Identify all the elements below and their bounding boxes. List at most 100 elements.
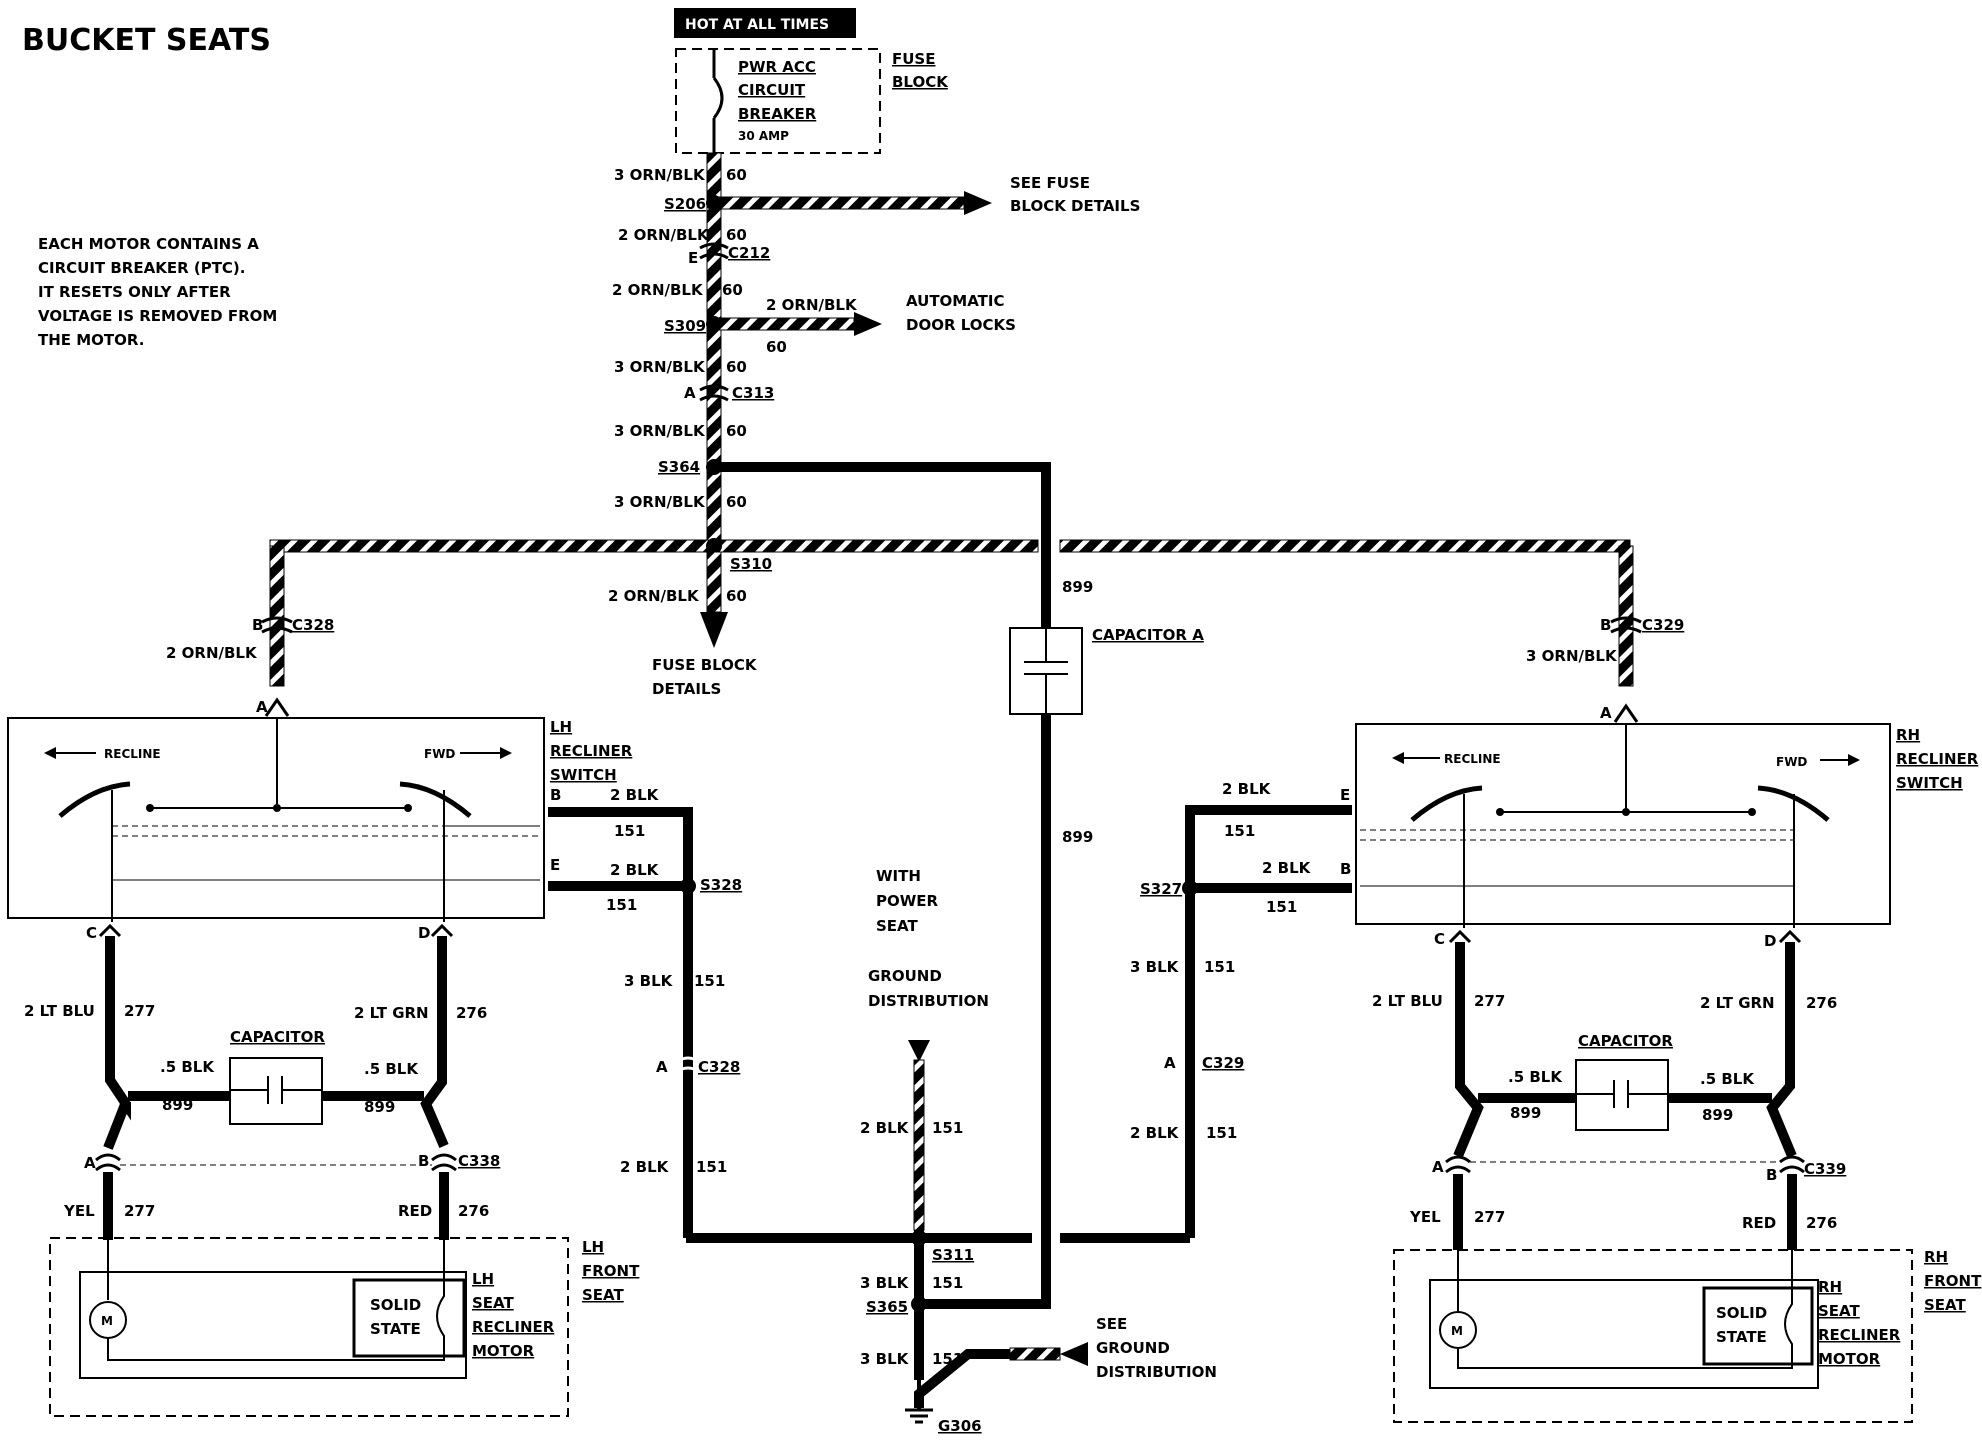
circuit-number: 60 xyxy=(726,166,747,184)
connector-c212 xyxy=(699,242,729,260)
svg-text:BLOCK DETAILS: BLOCK DETAILS xyxy=(1010,197,1140,215)
svg-text:RECLINER: RECLINER xyxy=(472,1318,555,1336)
pin-label: A xyxy=(1432,1158,1444,1176)
connector-label: C313 xyxy=(732,384,774,402)
circuit-number: 60 xyxy=(726,422,747,440)
splice-label: S327 xyxy=(1140,880,1182,898)
arrow-right-icon xyxy=(854,312,882,336)
wire-label: 2 LT GRN xyxy=(1700,994,1775,1012)
wire-label: 2 LT BLU xyxy=(24,1002,95,1020)
circuit-number: 151 xyxy=(696,1158,727,1176)
pin-label: C xyxy=(86,924,97,942)
motor-breaker-note: EACH MOTOR CONTAINS A CIRCUIT BREAKER (P… xyxy=(38,235,277,349)
switch-contact xyxy=(273,804,281,812)
connector-pin-d xyxy=(1778,929,1802,944)
svg-text:WITH: WITH xyxy=(876,867,921,885)
svg-text:SOLID: SOLID xyxy=(370,1296,421,1314)
svg-text:BLOCK: BLOCK xyxy=(892,73,949,91)
circuit-number: 899 xyxy=(1062,578,1093,596)
wire-label: 2 BLK xyxy=(620,1158,670,1176)
circuit-number: 899 xyxy=(1062,828,1093,846)
svg-text:SEAT: SEAT xyxy=(582,1286,624,1304)
wire-label: 2 BLK xyxy=(1130,1124,1180,1142)
svg-text:SWITCH: SWITCH xyxy=(550,766,617,784)
capacitor-a-label: CAPACITOR A xyxy=(1092,626,1204,644)
svg-text:SWITCH: SWITCH xyxy=(1896,774,1963,792)
pin-label: A xyxy=(84,1154,96,1172)
s309-branch-wire xyxy=(713,317,855,331)
circuit-number: 60 xyxy=(726,587,747,605)
pin-label: A xyxy=(1600,704,1612,722)
svg-text:MOTOR: MOTOR xyxy=(472,1342,535,1360)
circuit-number: 60 xyxy=(726,358,747,376)
rh-277-wire xyxy=(1453,942,1484,1158)
connector-c329 xyxy=(1610,616,1642,634)
lh-ptc-breaker-symbol xyxy=(436,1240,445,1360)
fuse-block-label: FUSE BLOCK xyxy=(892,50,949,91)
circuit-number: 899 xyxy=(364,1098,395,1116)
capacitor-symbol xyxy=(1024,628,1068,714)
lh-recliner-switch-label: LH RECLINER SWITCH xyxy=(550,718,633,784)
circuit-number: 277 xyxy=(1474,992,1505,1010)
svg-text:DISTRIBUTION: DISTRIBUTION xyxy=(868,992,989,1010)
switch-contact xyxy=(1622,808,1630,816)
wire-label: 3 BLK xyxy=(860,1350,910,1368)
s310-bus-left xyxy=(269,539,1039,553)
svg-text:SEAT: SEAT xyxy=(1924,1296,1966,1314)
wire-label: 3 BLK xyxy=(1130,958,1180,976)
pwr-acc-circuit-breaker-label: PWR ACC CIRCUIT BREAKER 30 AMP xyxy=(738,58,817,143)
svg-text:GROUND: GROUND xyxy=(1096,1339,1170,1357)
rh-solid-state-box xyxy=(1702,1286,1814,1366)
splice-s327 xyxy=(1182,880,1198,896)
circuit-number: 151 xyxy=(932,1350,963,1368)
svg-text:FUSE BLOCK: FUSE BLOCK xyxy=(652,656,758,674)
svg-text:LH: LH xyxy=(472,1270,494,1288)
circuit-number: 276 xyxy=(1806,994,1837,1012)
pin-label: E xyxy=(688,249,698,267)
circuit-number: 151 xyxy=(606,896,637,914)
ground-icon xyxy=(905,1380,933,1424)
circuit-number: 277 xyxy=(124,1202,155,1220)
rh-276-wire xyxy=(1766,942,1797,1158)
rh-seat-recliner-motor-label: RH SEAT RECLINER MOTOR xyxy=(1818,1278,1901,1368)
wire-label: 2 BLK xyxy=(1262,859,1312,877)
connector-label: C329 xyxy=(1202,1054,1244,1072)
main-feed-wire xyxy=(706,152,722,544)
svg-text:DETAILS: DETAILS xyxy=(652,680,721,698)
splice-s328 xyxy=(680,878,696,894)
pin-label: A xyxy=(656,1058,668,1076)
connector-label: C212 xyxy=(728,244,770,262)
svg-text:CIRCUIT: CIRCUIT xyxy=(738,81,806,99)
circuit-number: 151 xyxy=(932,1119,963,1137)
fwd-label: FWD xyxy=(1776,755,1807,769)
wire-label: 3 ORN/BLK xyxy=(614,358,706,376)
arrow-down-icon xyxy=(700,612,728,648)
rh-front-seat-box xyxy=(1393,1249,1913,1423)
pin-label: B xyxy=(252,616,263,634)
rh-ptc-breaker-symbol xyxy=(1784,1250,1793,1368)
svg-text:STATE: STATE xyxy=(1716,1328,1767,1346)
diagram-title: BUCKET SEATS xyxy=(22,23,271,58)
circuit-number: 151 xyxy=(1224,822,1255,840)
connector-label: C329 xyxy=(1642,616,1684,634)
connector-pin-d xyxy=(430,923,454,938)
svg-text:LH: LH xyxy=(550,718,572,736)
pin-label: B xyxy=(550,786,561,804)
lh-solid-state-label: SOLID STATE xyxy=(370,1296,421,1338)
circuit-number: 151 xyxy=(932,1274,963,1292)
connector-c338-b xyxy=(431,1153,457,1172)
connector-pin-a xyxy=(264,697,290,717)
svg-text:RECLINER: RECLINER xyxy=(1896,750,1979,768)
lh-feed-wire xyxy=(269,545,285,687)
svg-text:STATE: STATE xyxy=(370,1320,421,1338)
rh-feed-wire xyxy=(1618,545,1634,687)
circuit-number: 151 xyxy=(614,822,645,840)
connector-c313 xyxy=(699,384,729,402)
wire-label: 3 ORN/BLK xyxy=(614,422,706,440)
connector-label: C328 xyxy=(292,616,334,634)
svg-text:SEAT: SEAT xyxy=(876,917,918,935)
splice-s311 xyxy=(911,1230,927,1246)
svg-text:RH: RH xyxy=(1818,1278,1842,1296)
wire-label: YEL xyxy=(63,1202,95,1220)
